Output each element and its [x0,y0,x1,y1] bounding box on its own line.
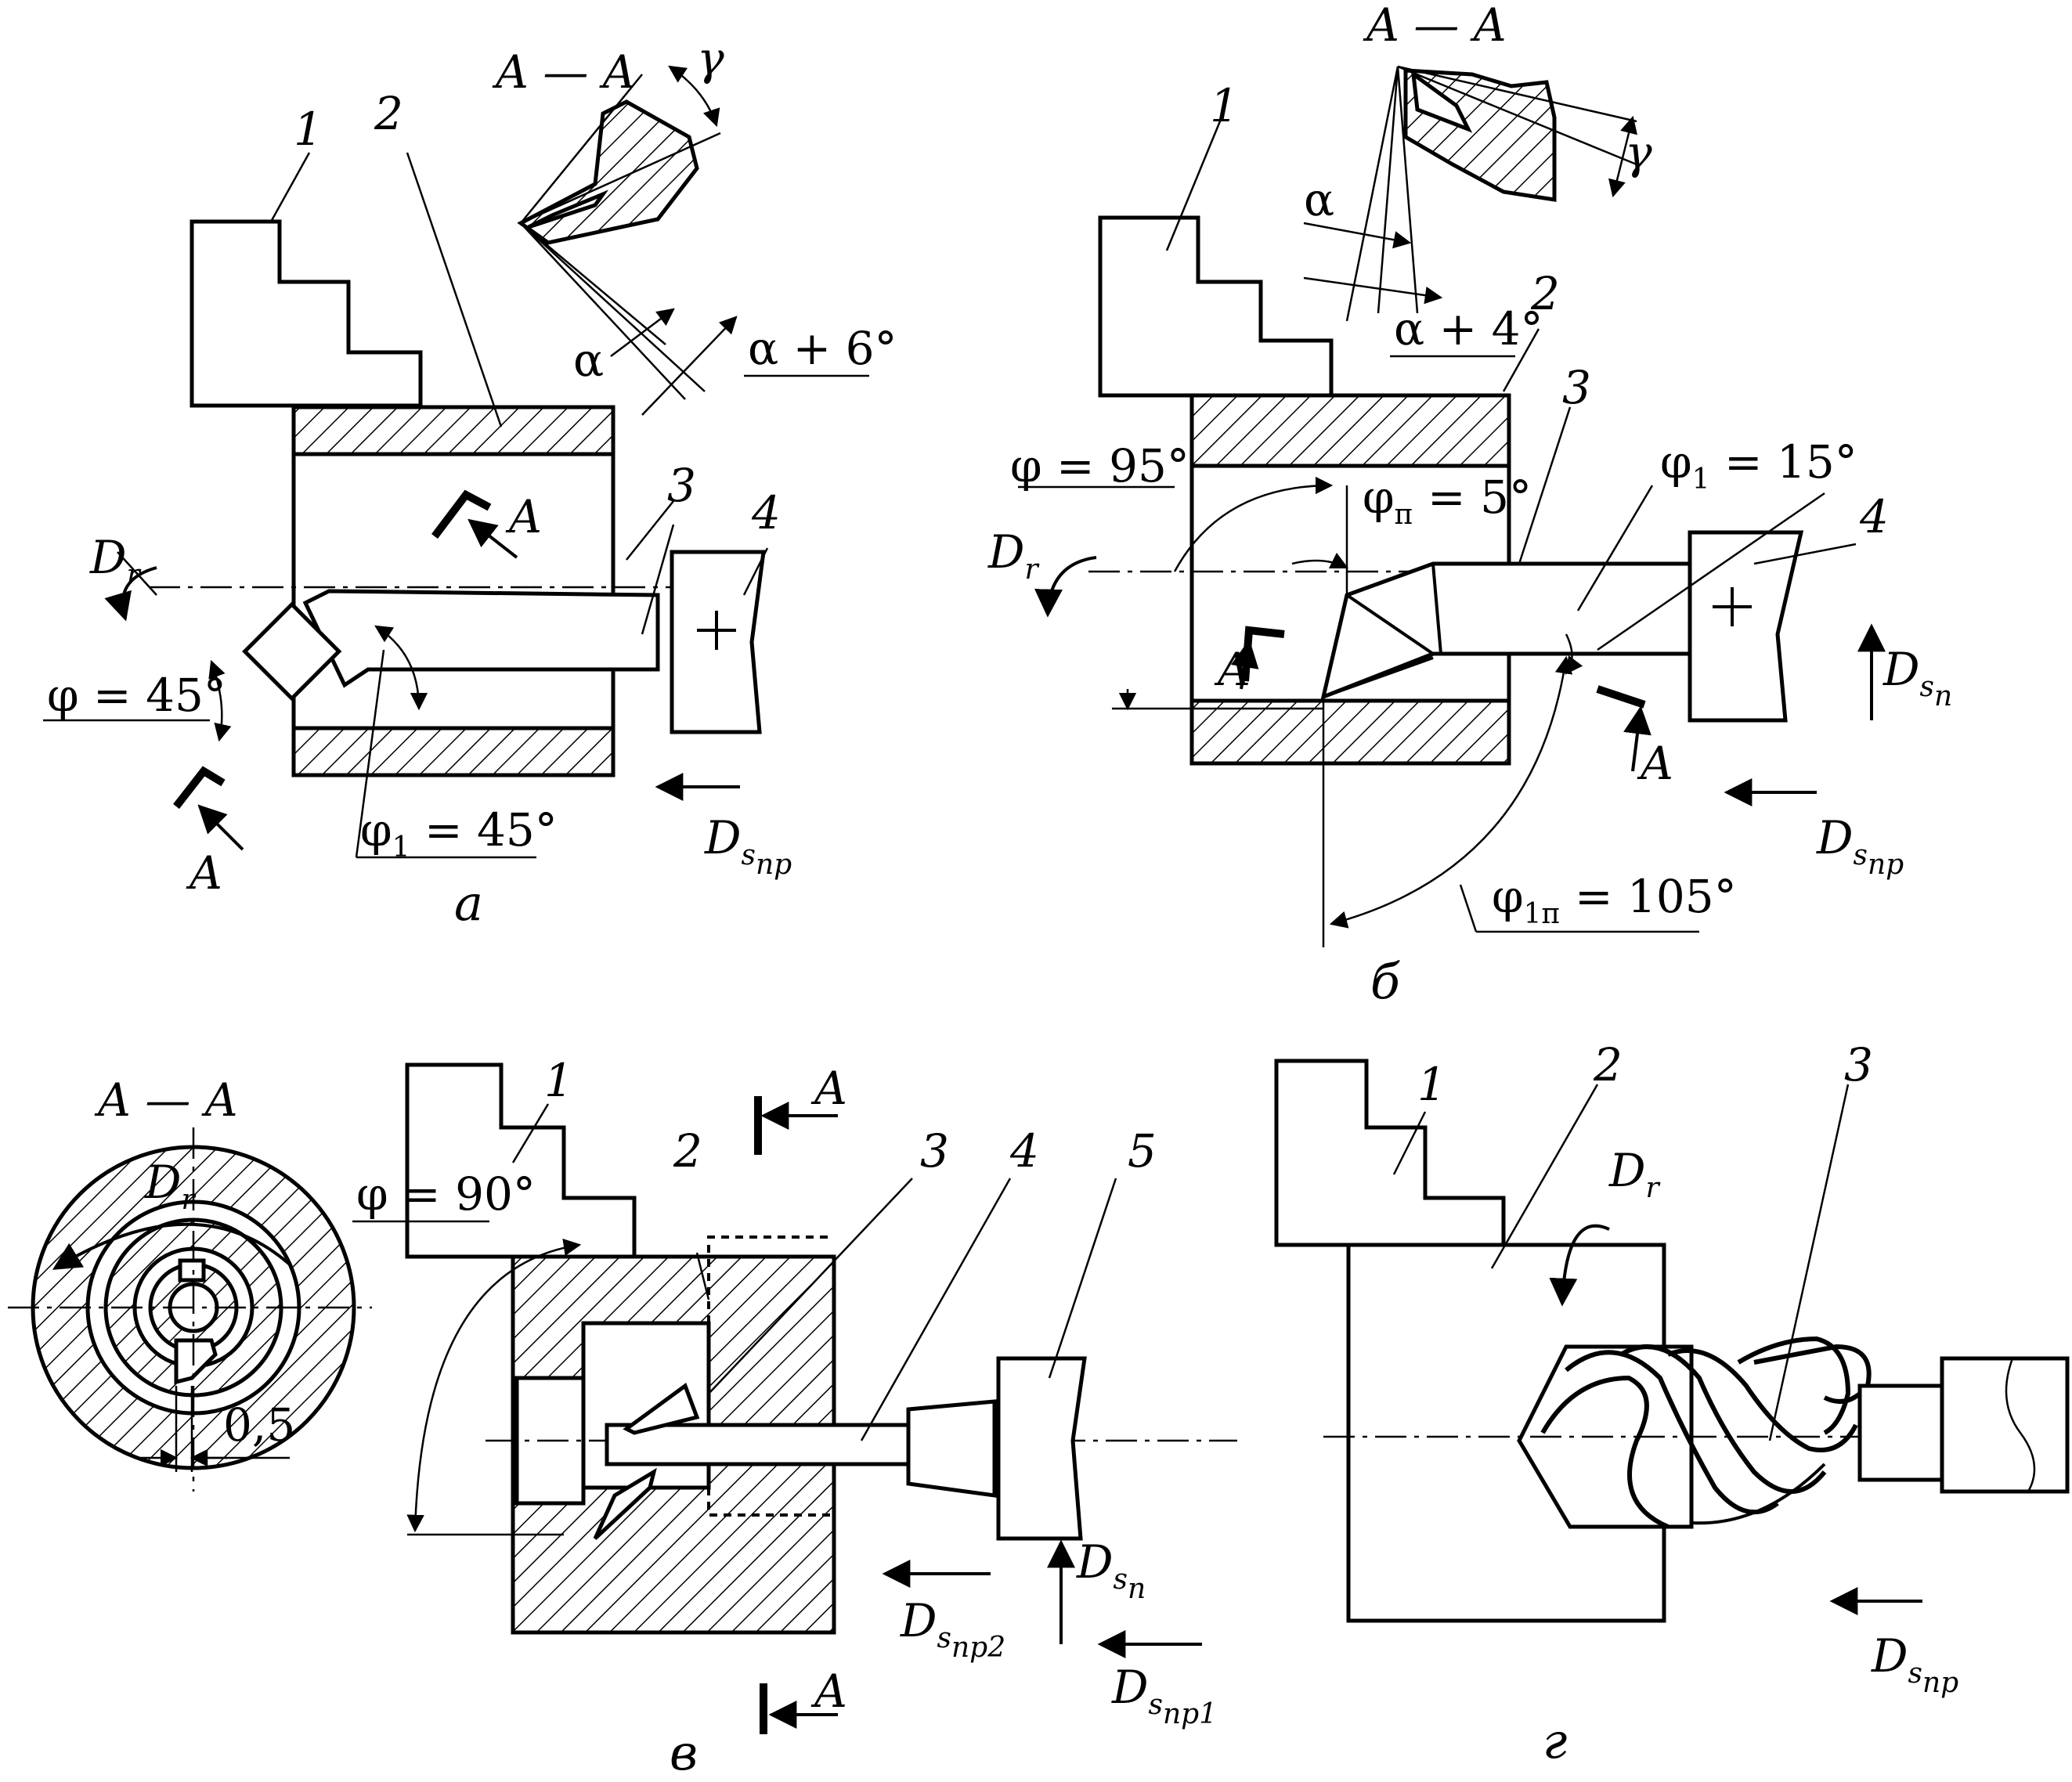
b-phi1p: φ1п = 105° [1492,870,1737,930]
g-caption: г [1543,1712,1567,1769]
chuck-jaw [1274,1059,1506,1247]
b-section-mark-right: A [1637,737,1673,790]
b-caption: б [1370,953,1401,1010]
b-section-title: A — A [1363,0,1507,52]
g-rotation: Dr [1608,1144,1661,1204]
b-alpha-plus: α + 4° [1394,302,1543,355]
boring-tool [302,589,660,688]
v-part-1: 1 [544,1054,573,1107]
b-phi: φ = 95° [1010,439,1189,492]
a-phi1: φ1 = 45° [360,803,558,864]
a-section-mark-bottom: A [186,846,222,900]
a-part-3: 3 [667,459,696,512]
b-part-4: 4 [1859,490,1889,543]
boring-bar [605,1423,911,1466]
workpiece-bottom-wall [1189,698,1511,766]
helical-tool [1540,1336,1872,1529]
chuck-jaw [190,219,423,408]
v-section-mark-bottom: A [810,1665,847,1718]
a-alpha: α [573,334,604,387]
b-phi1: φ1 = 15° [1660,435,1857,496]
bar-holder [906,1399,997,1498]
workpiece-top-wall [1189,393,1511,468]
b-part-1: 1 [1210,79,1239,132]
section-a-a-profile [517,99,699,245]
a-gamma: γ [697,32,724,85]
workpiece-bottom-wall [291,726,615,777]
b-rotation: Dr [987,525,1040,586]
g-part-1: 1 [1417,1058,1446,1111]
g-part-3: 3 [1844,1038,1873,1091]
v-part-5: 5 [1128,1124,1157,1178]
v-offset: 0,5 [223,1398,295,1452]
g-part-2: 2 [1593,1038,1623,1091]
tool-holder [1688,530,1804,723]
a-alpha-plus: α + 6° [748,322,897,375]
b-part-2: 2 [1530,267,1560,320]
v-caption: в [670,1724,698,1778]
a-part-4: 4 [751,486,781,539]
workpiece-top-wall [291,405,615,456]
v-part-2: 2 [673,1124,702,1178]
a-rotation: Dr [89,531,142,591]
b-part-3: 3 [1562,361,1591,414]
a-section-mark-top: A [505,490,542,543]
panel-a [43,65,869,859]
v-feed-cross: Dsп [1076,1535,1146,1605]
tool-insert [242,601,342,702]
v-feed-long2: Dsпр2 [900,1594,1005,1664]
chuck-jaw [1098,215,1334,398]
b-gamma: γ [1625,126,1652,179]
v-rotation: Dr [144,1156,197,1216]
a-part-2: 2 [374,87,403,140]
tool-holder [1940,1356,2070,1494]
a-caption: а [454,875,483,932]
b-phi-p: φп = 5° [1363,471,1532,531]
b-section-mark-left: A [1214,643,1251,696]
v-part-4: 4 [1009,1124,1039,1178]
tool-holder [996,1356,1087,1541]
b-feed-cross: Dsп [1882,643,1952,712]
a-section-title: A — A [492,45,636,99]
b-alpha: α [1304,173,1334,226]
chuck-jaw [405,1062,637,1259]
a-phi: φ = 45° [47,669,226,722]
panel-g [1274,1059,2070,1623]
v-section-mark-top: A [810,1062,847,1115]
v-phi: φ = 90° [356,1167,536,1221]
b-feed-long: Dsпр [1816,811,1904,881]
panel-b [1018,65,1886,947]
v-section-title: A — A [94,1073,238,1127]
panel-v [8,1062,1237,1734]
v-part-3: 3 [920,1124,949,1178]
v-feed-long1: Dsпр1 [1111,1661,1217,1730]
a-feed: Dsпр [704,811,792,881]
g-feed: Dsпр [1871,1629,1958,1699]
a-part-1: 1 [294,103,323,156]
